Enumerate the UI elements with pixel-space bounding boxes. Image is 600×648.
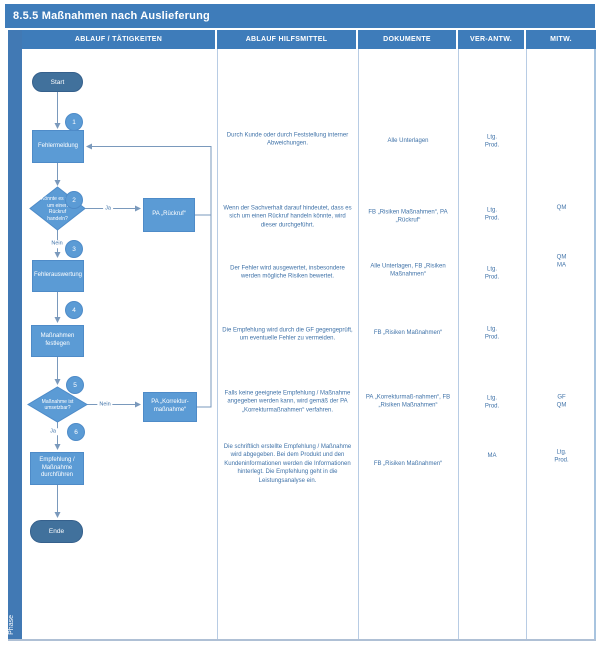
decision-diamond-umsetzbar (27, 386, 88, 423)
dokumente-row4: FB „Risiken Maßnahmen“ (373, 329, 443, 336)
column-header-mitw: MITW. (526, 30, 596, 49)
step-number-5: 5 (66, 376, 84, 394)
step-number-1: 1 (65, 113, 83, 131)
step-number-2: 2 (65, 191, 83, 209)
edge-label-ja-1: Ja (103, 204, 113, 213)
step-empfehlung-durchfuehren: Empfehlung / Maßnahme durchführen (30, 452, 84, 485)
edge-label-nein-2: Nein (97, 400, 113, 409)
end-node: Ende (30, 520, 83, 543)
start-node: Start (32, 72, 83, 92)
column-separator (217, 49, 218, 639)
step-pa-rueckruf: PA „Rückruf“ (143, 198, 195, 232)
dokumente-row1: Alle Unterlagen (387, 137, 429, 144)
column-separator (358, 49, 359, 639)
step-number-3: 3 (65, 240, 83, 258)
mitw-row5: GF QM (556, 394, 567, 409)
step-number-6: 6 (67, 423, 85, 441)
mitw-row3: QM MA (556, 254, 567, 269)
mitw-row2: QM (556, 204, 567, 211)
column-separator (526, 49, 527, 639)
column-separator (458, 49, 459, 639)
hilfsmittel-row2: Wenn der Sachverhalt darauf hindeutet, d… (223, 205, 352, 229)
dokumente-row6: FB „Risiken Maßnahmen“ (373, 460, 443, 467)
verantw-row6: MA (487, 452, 497, 459)
verantw-row3: Ltg. Prod. (484, 266, 500, 281)
edge-label-nein-1: Nein (49, 240, 65, 248)
column-header-ver-antw: VER-ANTW. (458, 30, 524, 49)
table-bottom-border (8, 639, 596, 641)
verantw-row1: Ltg. Prod. (484, 134, 500, 149)
verantw-row4: Ltg. Prod. (484, 326, 500, 341)
verantw-row2: Ltg. Prod. (484, 207, 500, 222)
column-header-ablauf-taetigkeiten: ABLAUF / TÄTIGKEITEN (22, 30, 215, 49)
hilfsmittel-row3: Der Fehler wird ausgewertet, insbesonder… (230, 265, 345, 280)
mitw-row6: Ltg. Prod. (554, 449, 569, 464)
step-massnahmen-festlegen: Maßnahmen festlegen (31, 325, 84, 357)
verantw-row5: Ltg. Prod. (484, 395, 500, 410)
edge-label-ja-2: Ja (48, 427, 58, 436)
phase-band: Phase (8, 30, 22, 641)
decision2-label: Maßnahme ist umsetzbar? (41, 398, 74, 412)
step-number-4: 4 (65, 301, 83, 319)
hilfsmittel-row6: Die schriftlich erstellte Empfehlung / M… (223, 444, 352, 484)
dokumente-row3: Alle Unterlagen, FB „Risiken Maßnahmen“ (370, 263, 446, 278)
connector-return-to-fehlermeldung (86, 143, 212, 408)
column-header-dokumente: DOKUMENTE (358, 30, 456, 49)
hilfsmittel-row1: Durch Kunde oder durch Feststellung inte… (226, 132, 349, 147)
hilfsmittel-row5: Falls keine geeignete Empfehlung / Maßna… (224, 390, 351, 414)
dokumente-row2: FB „Risiken Maßnahmen“, PA „Rückruf“ (368, 209, 448, 224)
dokumente-row5: PA „Korrekturmaß-nahmen“, FB „Risiken Ma… (365, 394, 451, 409)
table-right-border (594, 49, 596, 641)
page-title: 8.5.5 Maßnahmen nach Auslieferung (5, 4, 595, 28)
step-fehlermeldung: Fehlermeldung (32, 130, 84, 163)
step-fehlerauswertung: Fehlerauswertung (32, 260, 84, 292)
hilfsmittel-row4: Die Empfehlung wird durch die GF gegenge… (222, 327, 353, 342)
column-header-ablauf-hilfsmittel: ABLAUF HILFSMITTEL (217, 30, 356, 49)
step-pa-korrekturmassnahme: PA „Korrektur- maßnahme“ (143, 392, 197, 422)
